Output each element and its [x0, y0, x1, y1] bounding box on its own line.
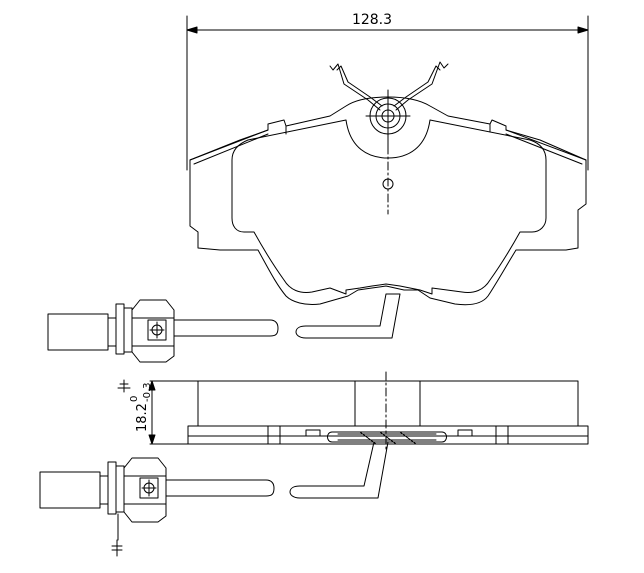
sensor-plug-collar-2 [99, 475, 109, 505]
spring-wire-right [395, 61, 449, 111]
spring-wire-left-inner [336, 65, 383, 107]
backing-plate-side [187, 425, 589, 445]
sensor-plug-flange-inner-2 [115, 465, 125, 513]
backing-plate-outline [189, 96, 587, 306]
sensor-plug-flange-2 [107, 461, 117, 515]
sensor-housing-2 [123, 457, 167, 523]
sensor-housing [131, 299, 175, 363]
sensor-plug-collar [107, 317, 117, 347]
clip-tab-2 [495, 425, 509, 445]
sensor-screw-body [147, 319, 167, 341]
clip-tab-1 [267, 425, 281, 445]
sensor-cable-2-lower [289, 441, 389, 499]
sensor-cable-2 [165, 479, 275, 497]
backing-plate-front-view [189, 96, 587, 306]
spring-wire-right-inner [393, 65, 441, 107]
small-tab-marker [117, 379, 131, 393]
sensor-bottom-tab [111, 539, 123, 557]
sensor-plug-flange [115, 303, 125, 355]
thickness-label: 18.2 [135, 403, 150, 432]
friction-block [197, 380, 579, 427]
left-shoulder-inner [193, 133, 269, 165]
right-shoulder-line [505, 129, 587, 161]
sensor-cable-lower [295, 293, 401, 339]
tolerance-upper: 0 [129, 396, 140, 402]
side-view: 18.2 0 -0.3 [117, 371, 589, 453]
right-shoulder-inner [505, 133, 583, 165]
sensor-plug-2 [39, 471, 101, 509]
width-dimension: 128.3 [186, 12, 589, 171]
wear-sensor-bottom [39, 441, 389, 557]
spring-clip [329, 61, 449, 215]
sensor-screw-body-2 [139, 477, 159, 499]
spring-side-view [327, 431, 447, 443]
clip-tab-3 [305, 429, 321, 437]
spring-wire-left [329, 63, 381, 111]
thickness-arrow-top [148, 380, 156, 391]
sensor-plug-flange-inner [123, 307, 133, 353]
spring-side-inner [337, 431, 437, 445]
width-dimension-label: 128.3 [352, 12, 392, 28]
tolerance-lower: -0.3 [142, 382, 153, 402]
arrow-right [577, 26, 589, 34]
left-shoulder-line [189, 129, 269, 161]
clip-tab-4 [457, 429, 473, 437]
sensor-cable [173, 319, 279, 337]
sensor-plug [47, 313, 109, 351]
wear-sensor-top [47, 293, 401, 363]
arrow-left [186, 26, 198, 34]
friction-material-outline [231, 119, 547, 295]
thickness-arrow-bottom [148, 434, 156, 445]
